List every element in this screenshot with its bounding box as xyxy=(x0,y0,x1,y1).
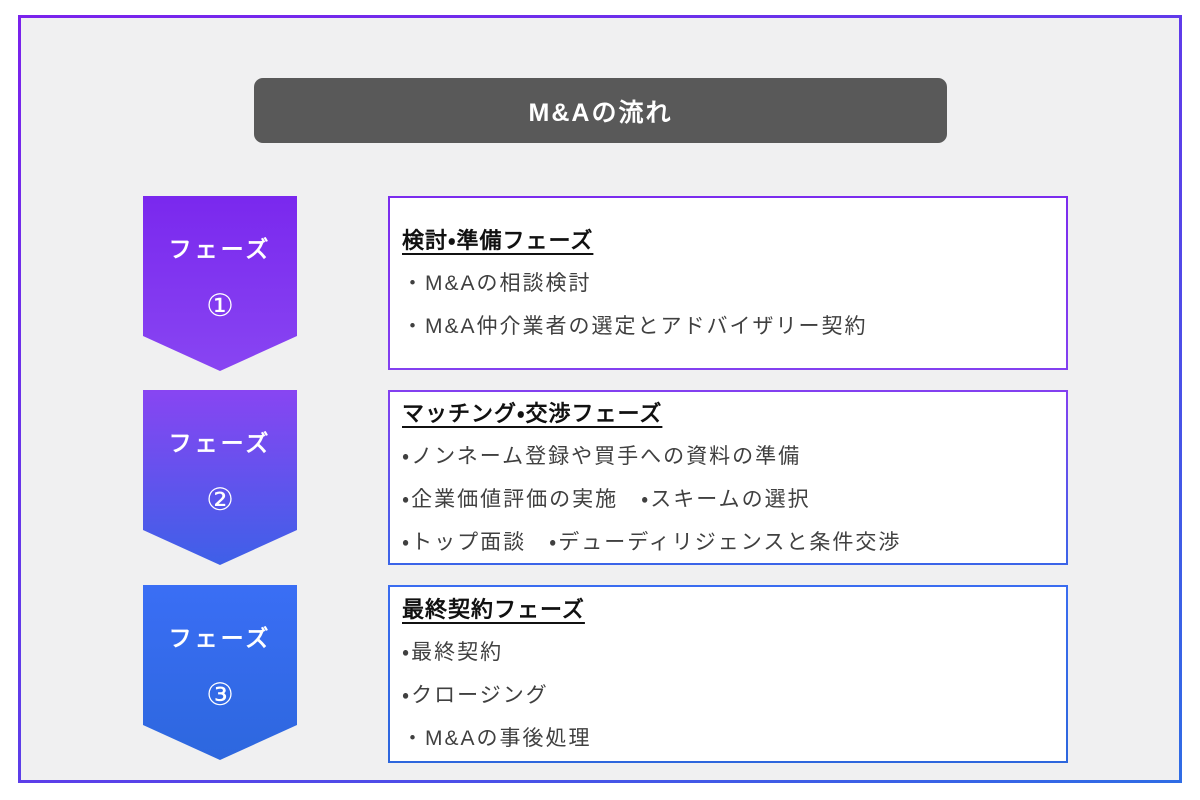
page-title: M&Aの流れ xyxy=(528,98,673,127)
phase-1-heading: 検討・準備フェーズ xyxy=(402,227,594,253)
phase-banner-2: フェーズ ② xyxy=(143,390,297,565)
phase-2-number: ② xyxy=(206,482,234,517)
phase-2-bullet-2: ・企業価値評価の実施 ・スキームの選択 xyxy=(402,487,811,511)
phase-1-label: フェーズ xyxy=(168,236,272,262)
phase-2-bullet-3: ・トップ面談 ・デューディリジェンスと条件交渉 xyxy=(402,530,902,554)
phase-banner-3: フェーズ ③ xyxy=(143,585,297,760)
phase-3-bullet-3: ・M&Aの事後処理 xyxy=(402,727,592,750)
phase-2-bullet-1: ・ノンネーム登録や買手への資料の準備 xyxy=(402,444,802,468)
phase-2-heading: マッチング・交渉フェーズ xyxy=(402,400,663,426)
phase-1-number: ① xyxy=(206,288,234,323)
phase-1-bullet-2: ・M&A仲介業者の選定とアドバイザリー契約 xyxy=(402,314,868,338)
phase-banner-1: フェーズ ① xyxy=(143,196,297,371)
phase-2-label: フェーズ xyxy=(168,430,272,456)
phase-detail-box-3: 最終契約フェーズ ・最終契約 ・クロージング ・M&Aの事後処理 xyxy=(388,585,1068,763)
phase-3-number: ③ xyxy=(206,677,234,712)
phase-3-bullet-1: ・最終契約 xyxy=(402,641,504,664)
phase-3-heading: 最終契約フェーズ xyxy=(402,597,585,622)
phase-3-bullet-2: ・クロージング xyxy=(402,684,549,707)
phase-1-bullet-1: ・M&Aの相談検討 xyxy=(402,271,592,295)
page-title-bar: M&Aの流れ xyxy=(254,78,947,143)
phase-detail-box-2: マッチング・交渉フェーズ ・ノンネーム登録や買手への資料の準備 ・企業価値評価の… xyxy=(388,390,1068,565)
phase-detail-box-1: 検討・準備フェーズ ・M&Aの相談検討 ・M&A仲介業者の選定とアドバイザリー契… xyxy=(388,196,1068,370)
phase-3-label: フェーズ xyxy=(168,625,272,651)
